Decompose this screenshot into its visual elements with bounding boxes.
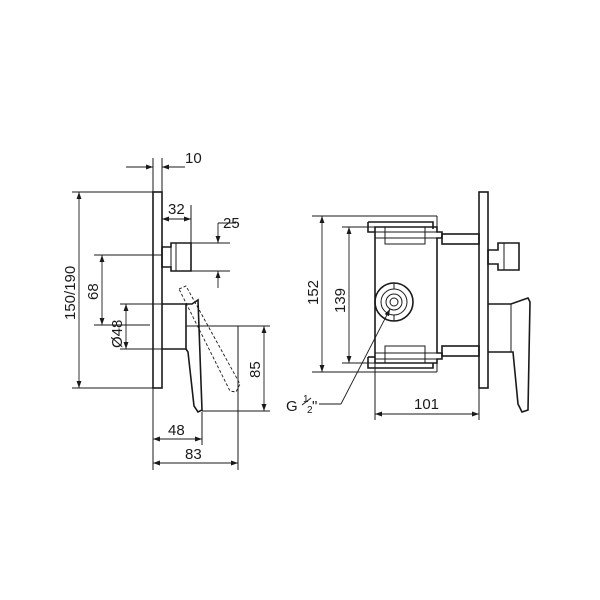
dim-spout-length: 32 bbox=[162, 201, 192, 243]
handle-base bbox=[162, 303, 187, 350]
dim-box-outer-height: 152 bbox=[305, 215, 437, 373]
lever-handle bbox=[185, 298, 203, 414]
dim-total-depth: 83 bbox=[153, 326, 239, 470]
lever-alt-position bbox=[178, 285, 241, 393]
rear-rail-top bbox=[441, 233, 480, 245]
connection-thread-prefix: G bbox=[286, 398, 298, 415]
dim-handle-base: Ø48 bbox=[109, 303, 162, 350]
side-view bbox=[152, 191, 241, 414]
lever-handle-right bbox=[488, 297, 531, 413]
dim-spout-diameter: 25 bbox=[191, 215, 240, 288]
dim-handle-depth: 48 bbox=[152, 388, 203, 470]
front-view bbox=[367, 191, 531, 413]
wall-plate-right bbox=[478, 191, 489, 389]
dim-label-box-inner-height: 139 bbox=[332, 288, 349, 313]
dim-label-spout-length: 32 bbox=[168, 201, 185, 218]
dim-label-handle-height: 85 bbox=[247, 361, 264, 378]
dim-label-total-depth: 83 bbox=[185, 446, 202, 463]
connection-thread-fraction-bar bbox=[301, 397, 312, 406]
dim-label-box-outer-height: 152 bbox=[305, 280, 322, 305]
dim-handle-height: 85 bbox=[186, 325, 270, 412]
dim-label-spout-diameter: 25 bbox=[223, 215, 240, 232]
installation-box bbox=[374, 226, 443, 364]
connection-thread-callout: G 1 2 " bbox=[286, 308, 391, 416]
dim-plate-height: 150/190 bbox=[62, 191, 153, 389]
dim-label-spout-offset: 68 bbox=[85, 283, 102, 300]
connection-thread-suffix: " bbox=[312, 398, 317, 415]
wall-plate bbox=[152, 191, 163, 389]
dim-label-handle-base: Ø48 bbox=[109, 320, 126, 348]
dim-spout-offset: 68 bbox=[85, 254, 162, 326]
connection-thread-numerator: 1 bbox=[303, 394, 309, 405]
connection-thread-denominator: 2 bbox=[307, 405, 313, 416]
dim-box-inner-height: 139 bbox=[332, 226, 375, 364]
dim-box-depth: 101 bbox=[374, 363, 480, 420]
dim-label-plate-thickness: 10 bbox=[185, 150, 202, 167]
dim-label-box-depth: 101 bbox=[414, 396, 439, 413]
dim-plate-thickness: 10 bbox=[126, 150, 202, 192]
valve-core bbox=[374, 282, 414, 322]
rear-rail-bottom bbox=[441, 345, 480, 357]
diverter-knob-right bbox=[487, 242, 520, 271]
connection-thread-label: G bbox=[286, 398, 298, 415]
dim-label-handle-depth: 48 bbox=[168, 422, 185, 439]
dim-label-plate-height: 150/190 bbox=[62, 266, 79, 320]
